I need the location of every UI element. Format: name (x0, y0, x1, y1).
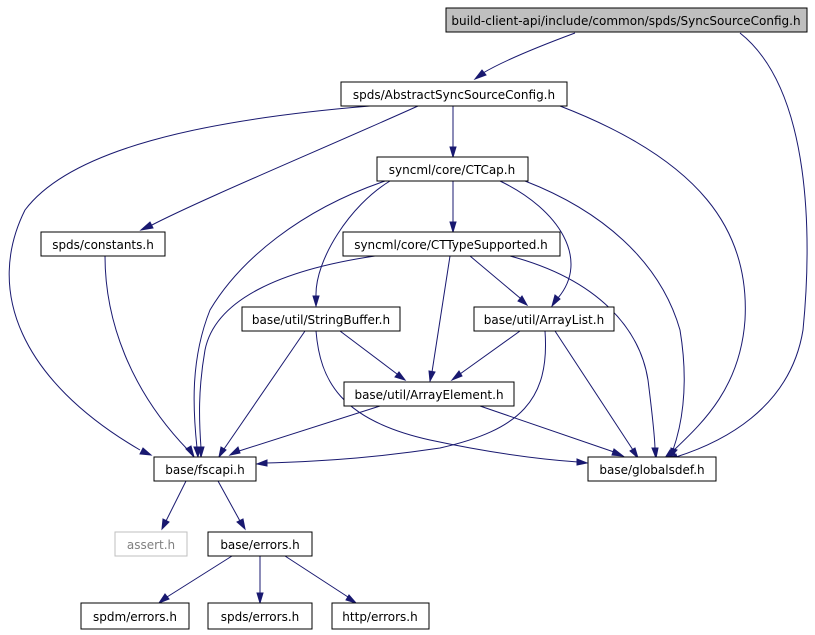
edge-cttype-to-globalsdef (509, 255, 656, 451)
edge-root-to-globalsdef (675, 32, 808, 458)
edge-arrowhead (517, 295, 529, 307)
edge-arrlist-to-fscapi (265, 330, 547, 464)
svg-text:base/util/ArrayElement.h: base/util/ArrayElement.h (354, 388, 503, 402)
edge-errors-to-spdm-errors (166, 555, 233, 598)
edge-ctcap-to-strbuf (315, 180, 391, 297)
node-array-list[interactable]: base/util/ArrayList.h (473, 306, 615, 332)
node-assert: assert.h (114, 531, 188, 557)
svg-text:base/util/ArrayList.h: base/util/ArrayList.h (484, 313, 604, 327)
svg-text:assert.h: assert.h (127, 538, 175, 552)
edge-arrlist-to-arrelem (459, 330, 521, 375)
edge-abstract-to-constants (149, 105, 419, 227)
node-http-errors[interactable]: http/errors.h (331, 602, 430, 630)
edge-arrowhead (218, 446, 227, 459)
edge-ctcap-to-globalsdef (524, 180, 685, 451)
node-cttype-supported[interactable]: syncml/core/CTTypeSupported.h (342, 231, 561, 257)
svg-text:http/errors.h: http/errors.h (342, 610, 417, 624)
svg-text:base/globalsdef.h: base/globalsdef.h (599, 463, 704, 477)
edge-arrelem-to-fscapi (238, 405, 381, 452)
edge-arrowhead (197, 446, 205, 459)
edge-arrowhead (185, 445, 195, 459)
edge-arrowhead (157, 593, 170, 605)
node-spdm-errors[interactable]: spdm/errors.h (80, 602, 190, 630)
node-constants[interactable]: spds/constants.h (40, 231, 166, 257)
edge-arrowhead (473, 69, 487, 81)
edge-strbuf-to-arrelem (339, 330, 398, 375)
svg-text:syncml/core/CTTypeSupported.h: syncml/core/CTTypeSupported.h (354, 238, 548, 252)
edge-arrlist-to-globalsdef (554, 330, 634, 451)
edge-arrowhead (255, 459, 268, 467)
edge-arrowhead (161, 518, 170, 531)
edge-arrowhead (312, 295, 320, 308)
edge-constants-to-fscapi (104, 255, 189, 451)
edge-arrowhead (236, 518, 246, 531)
edge-arrowhead (139, 221, 154, 231)
node-fscapi[interactable]: base/fscapi.h (153, 456, 257, 482)
svg-text:spds/AbstractSyncSourceConfig.: spds/AbstractSyncSourceConfig.h (353, 88, 555, 102)
edge-arrelem-to-globalsdef (479, 405, 615, 453)
svg-text:spds/errors.h: spds/errors.h (221, 610, 300, 624)
edge-cttype-to-fscapi (199, 255, 376, 449)
svg-text:base/util/StringBuffer.h: base/util/StringBuffer.h (252, 313, 390, 327)
node-string-buffer[interactable]: base/util/StringBuffer.h (241, 306, 401, 332)
svg-text:spdm/errors.h: spdm/errors.h (93, 610, 177, 624)
svg-text:spds/constants.h: spds/constants.h (52, 238, 154, 252)
edge-fscapi-to-errors (217, 480, 241, 522)
edge-arrowhead (345, 594, 358, 604)
edge-arrowhead (651, 447, 659, 460)
node-spds-errors[interactable]: spds/errors.h (207, 602, 313, 630)
edge-strbuf-to-fscapi (223, 330, 306, 450)
node-globalsdef[interactable]: base/globalsdef.h (587, 456, 717, 482)
edge-cttype-to-arrelem (431, 255, 451, 373)
edge-cttype-to-arrlist (469, 255, 521, 299)
node-ctcap[interactable]: syncml/core/CTCap.h (376, 156, 529, 182)
edge-arrowhead (428, 370, 436, 383)
edge-abstract-to-fscapi (8, 105, 371, 451)
node-abstract-sync-source-config[interactable]: spds/AbstractSyncSourceConfig.h (340, 81, 568, 107)
node-base-errors[interactable]: base/errors.h (207, 531, 313, 557)
edge-strbuf-to-globalsdef (315, 330, 579, 463)
node-array-element[interactable]: base/util/ArrayElement.h (343, 381, 515, 407)
edge-arrowhead (256, 592, 264, 605)
svg-text:syncml/core/CTCap.h: syncml/core/CTCap.h (389, 163, 515, 177)
nodes-layer: build-client-api/include/common/spds/Syn… (40, 7, 808, 630)
edge-arrowhead (228, 446, 241, 456)
edge-root-to-abstract (482, 32, 576, 74)
node-sync-source-config[interactable]: build-client-api/include/common/spds/Syn… (445, 7, 808, 33)
edge-arrowhead (450, 370, 463, 382)
edge-arrowhead (551, 294, 561, 308)
edge-fscapi-to-assert (165, 480, 187, 522)
edge-abstract-to-globalsdef (559, 105, 746, 453)
edge-arrowhead (576, 458, 589, 466)
edge-ctcap-to-arrlist (499, 180, 572, 299)
edges-layer (8, 32, 808, 605)
edge-arrowhead (611, 448, 625, 457)
edge-errors-to-http-errors (284, 555, 349, 598)
edge-arrowhead (449, 221, 457, 234)
svg-text:build-client-api/include/commo: build-client-api/include/common/spds/Syn… (451, 14, 800, 28)
svg-text:base/fscapi.h: base/fscapi.h (165, 463, 244, 477)
edge-arrowhead (449, 146, 457, 159)
edge-arrowhead (669, 447, 678, 460)
edge-ctcap-to-fscapi (193, 180, 386, 449)
edge-arrowhead (629, 447, 639, 460)
edge-arrowhead (139, 447, 153, 456)
edge-arrowhead (394, 371, 407, 381)
svg-text:base/errors.h: base/errors.h (220, 538, 299, 552)
